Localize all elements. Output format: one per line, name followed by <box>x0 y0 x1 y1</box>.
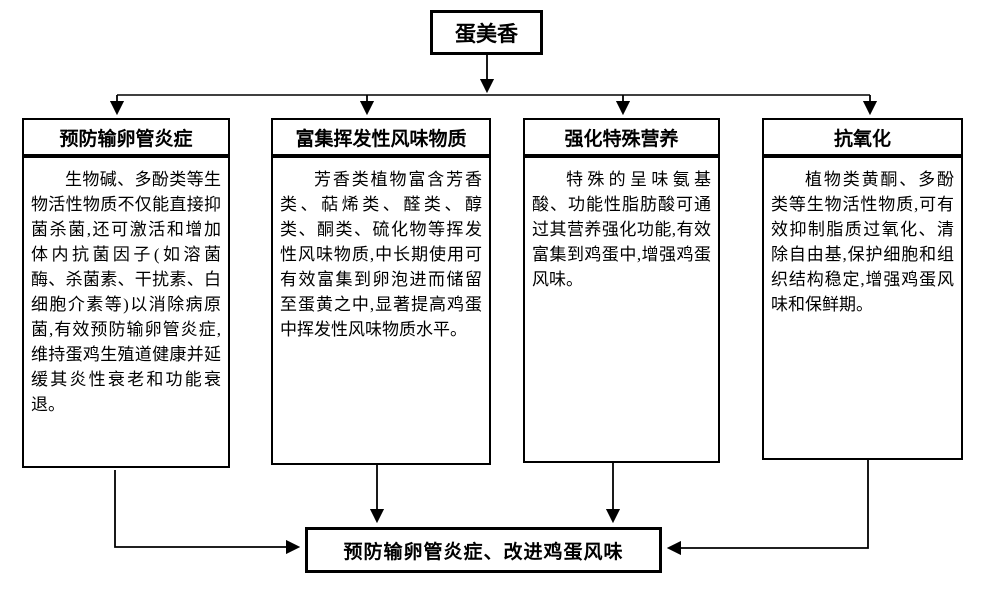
branch-4-title: 抗氧化 <box>762 118 963 156</box>
branch-3-description: 特殊的呈味氨基酸、功能性脂肪酸可通过其营养强化功能,有效富集到鸡蛋中,增强鸡蛋风… <box>523 156 720 463</box>
branch-prevent-oviduct-inflammation: 预防输卵管炎症 生物碱、多酚类等生物活性物质不仅能直接抑菌杀菌,还可激活和增加体… <box>22 118 230 468</box>
branch-antioxidation: 抗氧化 植物类黄酮、多酚类等生物活性物质,可有效抑制脂质过氧化、清除自由基,保护… <box>762 118 963 460</box>
branch-4-description: 植物类黄酮、多酚类等生物活性物质,可有效抑制脂质过氧化、清除自由基,保护细胞和组… <box>762 156 963 460</box>
branch-3-title: 强化特殊营养 <box>523 118 720 156</box>
branch-1-description: 生物碱、多酚类等生物活性物质不仅能直接抑菌杀菌,还可激活和增加体内抗菌因子(如溶… <box>22 156 230 468</box>
branch-1-title: 预防输卵管炎症 <box>22 118 230 156</box>
root-node: 蛋美香 <box>430 10 543 55</box>
arrow-branch-1-to-outcome <box>114 470 301 555</box>
outcome-node-label: 预防输卵管炎症、改进鸡蛋风味 <box>343 541 624 563</box>
arrow-branch-4-to-outcome <box>666 460 869 556</box>
branch-2-description: 芳香类植物富含芳香类、萜烯类、醛类、醇类、酮类、硫化物等挥发性风味物质,中长期使… <box>271 156 491 465</box>
outcome-node: 预防输卵管炎症、改进鸡蛋风味 <box>305 527 662 573</box>
branch-strengthen-special-nutrition: 强化特殊营养 特殊的呈味氨基酸、功能性脂肪酸可通过其营养强化功能,有效富集到鸡蛋… <box>523 118 720 463</box>
branch-2-title: 富集挥发性风味物质 <box>271 118 491 156</box>
branch-enrich-volatile-flavor: 富集挥发性风味物质 芳香类植物富含芳香类、萜烯类、醛类、醇类、酮类、硫化物等挥发… <box>271 118 491 465</box>
root-node-label: 蛋美香 <box>455 22 518 46</box>
